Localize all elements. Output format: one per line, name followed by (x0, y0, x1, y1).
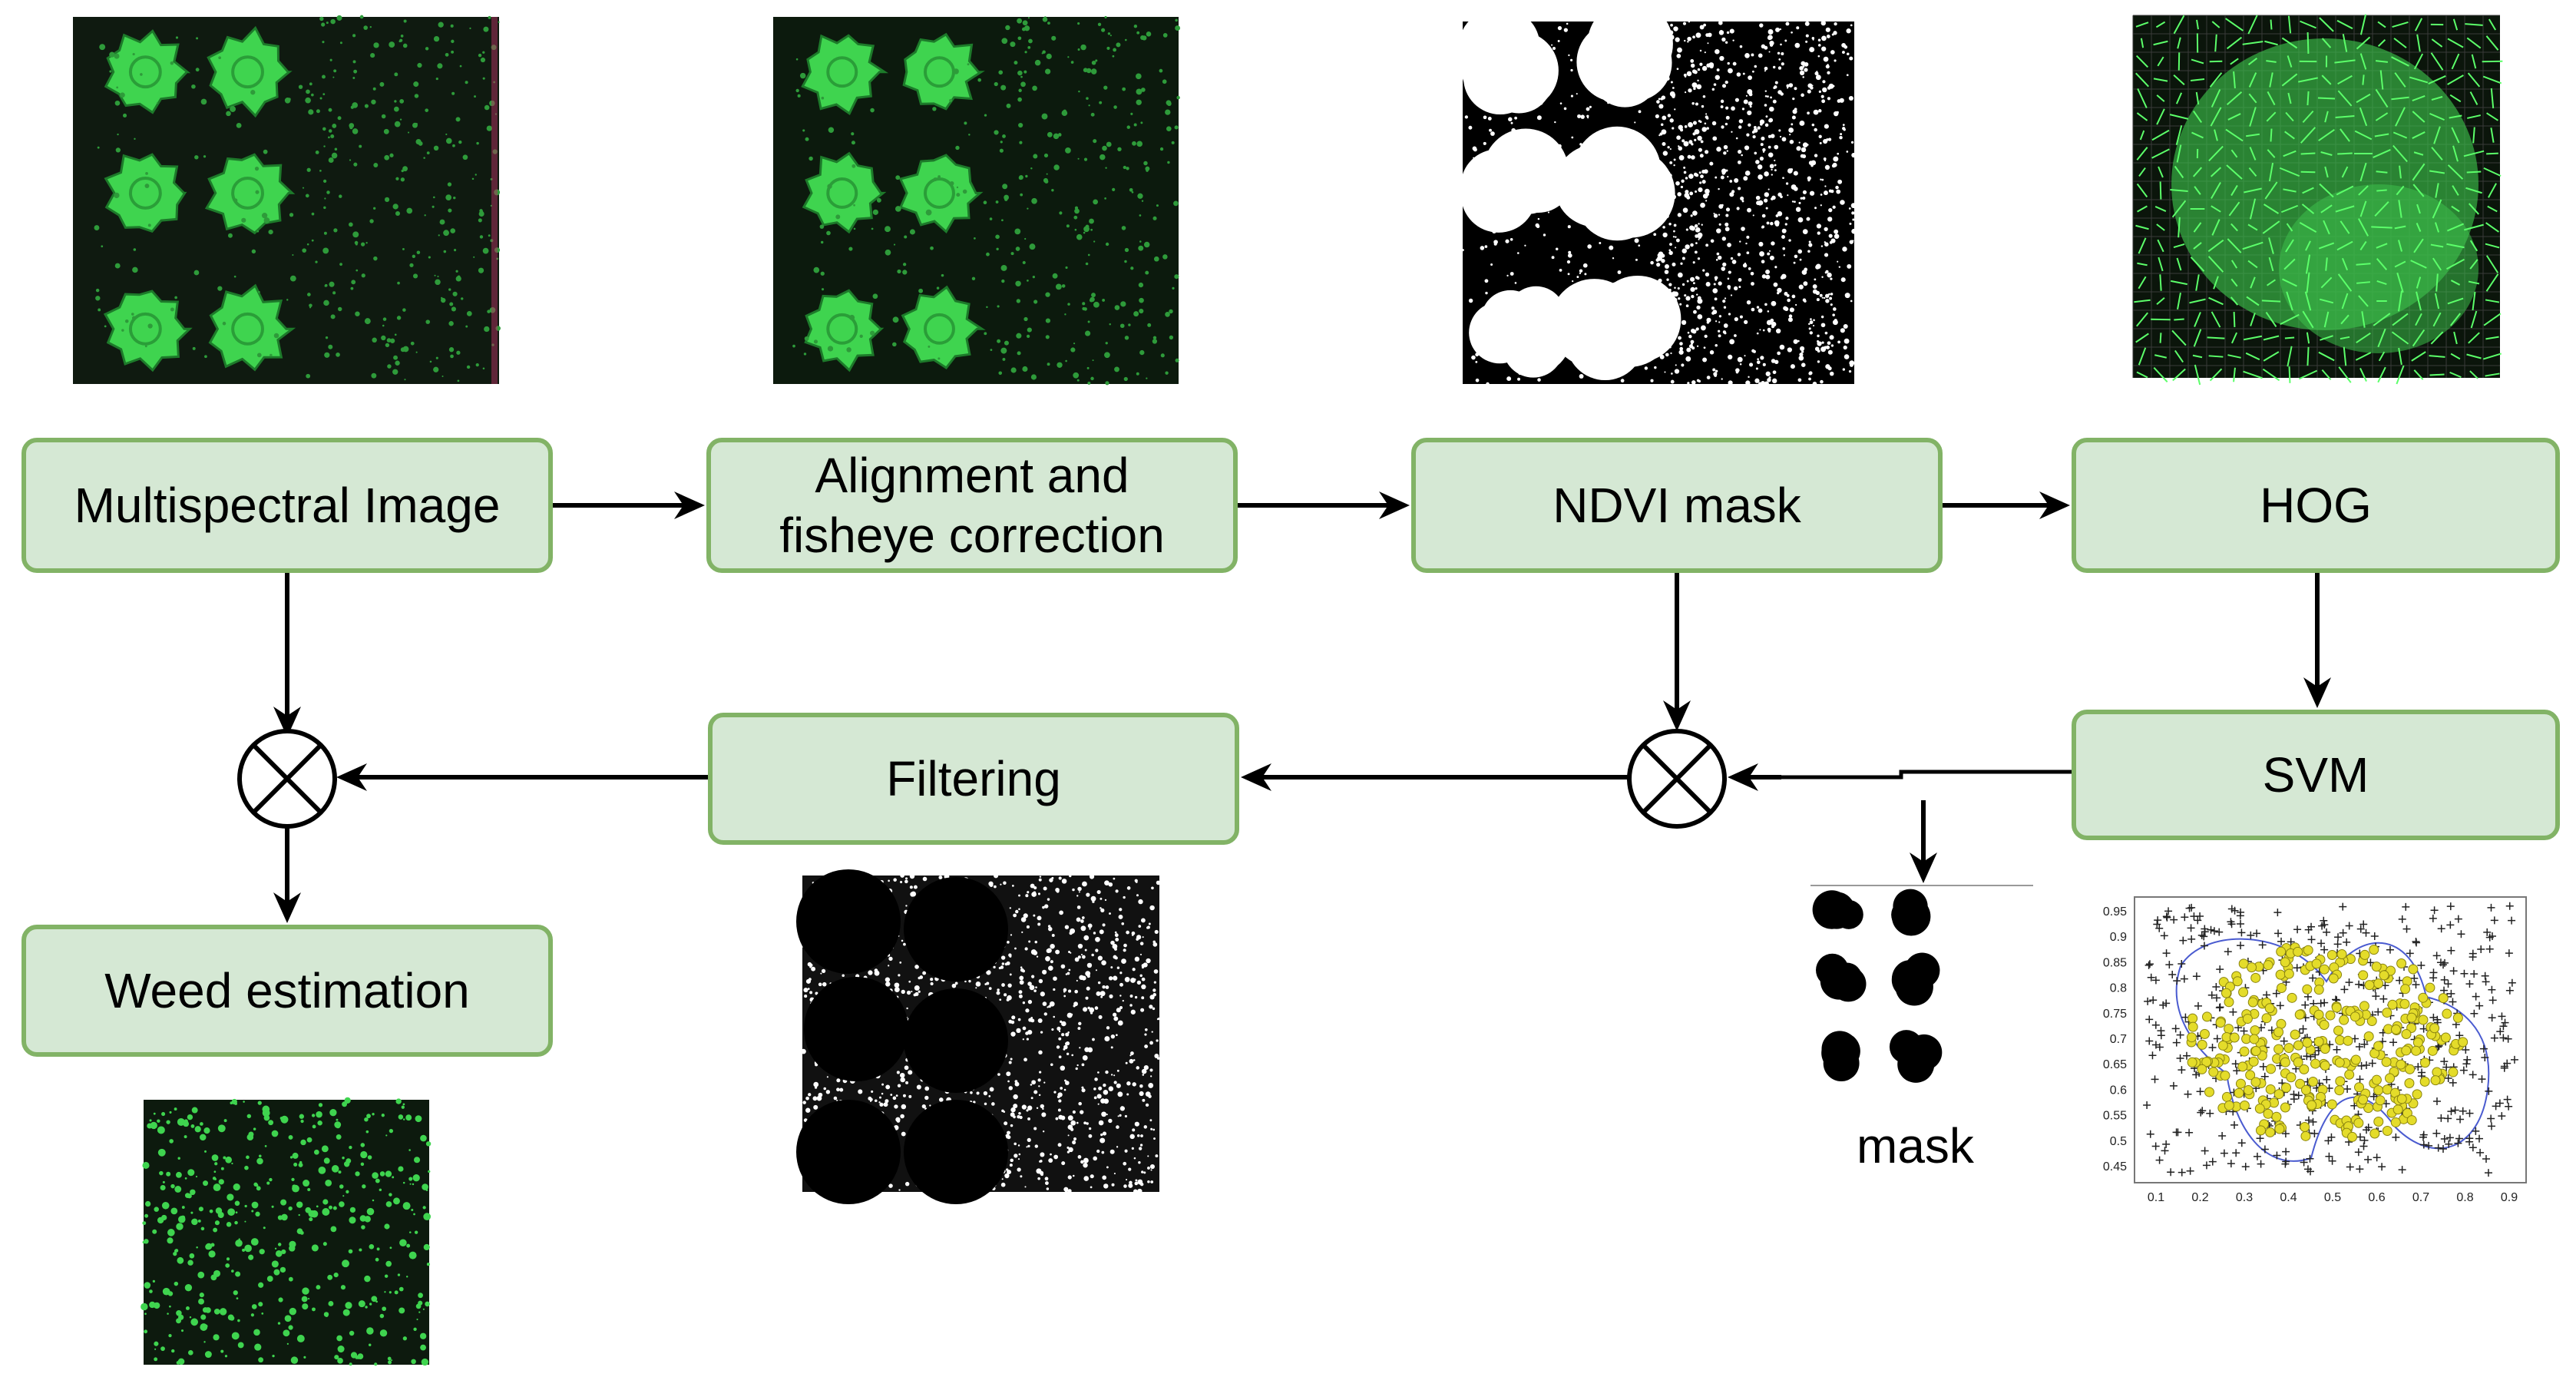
thumb-ndvi-mask (1459, 1, 1857, 386)
edge-svm-to-combine-head (1728, 763, 1781, 791)
node-hog-label: HOG (2260, 478, 2372, 533)
edge-svm-to-combine (1751, 770, 2072, 780)
svm-x-tick: 0.2 (2191, 1191, 2208, 1204)
node-svm[interactable]: SVM (2072, 710, 2560, 840)
svm-y-tick: 0.65 (2103, 1058, 2127, 1071)
svm-y-tick: 0.6 (2110, 1084, 2127, 1097)
svm-x-tick: 0.8 (2456, 1191, 2473, 1204)
edge-combine-to-filtering (1241, 763, 1628, 791)
edge-svm-to-mask (1910, 800, 1937, 883)
edge-ndvi-to-combine (1663, 573, 1691, 731)
node-svm-label: SVM (2262, 747, 2369, 803)
svm-y-tick: 0.75 (2103, 1008, 2127, 1021)
svm-x-tick: 0.4 (2280, 1191, 2297, 1204)
svm-y-tick: 0.5 (2110, 1135, 2127, 1148)
thumb-mask (1810, 883, 2033, 1089)
edge-multispectral-to-combine (273, 573, 301, 737)
svm-y-tick: 0.8 (2110, 982, 2127, 995)
edge-hog-to-svm (2303, 573, 2331, 708)
svm-x-tick: 0.6 (2368, 1191, 2385, 1204)
svm-y-tick: 0.45 (2103, 1160, 2127, 1173)
node-ndvi-label: NDVI mask (1553, 478, 1801, 533)
edge-ndvi-to-hog (1943, 492, 2070, 519)
svm-x-tick: 0.7 (2412, 1191, 2429, 1204)
svm-x-tick: 0.1 (2148, 1191, 2164, 1204)
svm-x-tick: 0.5 (2324, 1191, 2341, 1204)
node-weed-label: Weed estimation (104, 963, 470, 1018)
node-alignment-label: Alignment and fisheye correction (779, 448, 1165, 563)
thumb-filtering (796, 869, 1161, 1204)
thumb-weed-estimation (141, 1097, 432, 1366)
svm-plot: 0.95 0.9 0.85 0.8 0.75 0.7 0.65 0.6 0.55 0.5 0.45 0… (2103, 896, 2527, 1204)
node-filtering-label: Filtering (886, 751, 1061, 806)
node-hog[interactable]: HOG (2072, 438, 2560, 573)
svm-x-tick: 0.3 (2236, 1191, 2253, 1204)
svm-y-tick: 0.7 (2110, 1033, 2127, 1046)
edge-alignment-to-ndvi (1238, 492, 1410, 519)
node-weed-estimation[interactable]: Weed estimation (21, 925, 553, 1057)
svm-y-tick: 0.95 (2103, 905, 2127, 919)
thumb-multispectral (73, 15, 501, 384)
node-filtering[interactable]: Filtering (708, 713, 1239, 845)
thumb-aligned (773, 15, 1181, 386)
mask-caption: mask (1857, 1118, 1974, 1173)
multiply-junction-left (237, 729, 337, 829)
edge-multispectral-to-alignment (553, 492, 705, 519)
multiply-junction-right (1627, 729, 1727, 829)
svm-y-tick: 0.55 (2103, 1110, 2127, 1123)
node-multispectral-image[interactable]: Multispectral Image (21, 438, 553, 573)
thumb-hog (2132, 14, 2503, 386)
edge-filtering-to-combine (336, 763, 708, 791)
edge-combine-to-weed (273, 826, 301, 923)
node-ndvi-mask[interactable]: NDVI mask (1411, 438, 1943, 573)
svm-y-tick: 0.85 (2103, 956, 2127, 969)
node-alignment-correction[interactable]: Alignment and fisheye correction (706, 438, 1238, 573)
svm-y-tick: 0.9 (2110, 931, 2127, 944)
svm-x-tick: 0.9 (2501, 1191, 2518, 1204)
node-multispectral-label: Multispectral Image (74, 478, 501, 533)
